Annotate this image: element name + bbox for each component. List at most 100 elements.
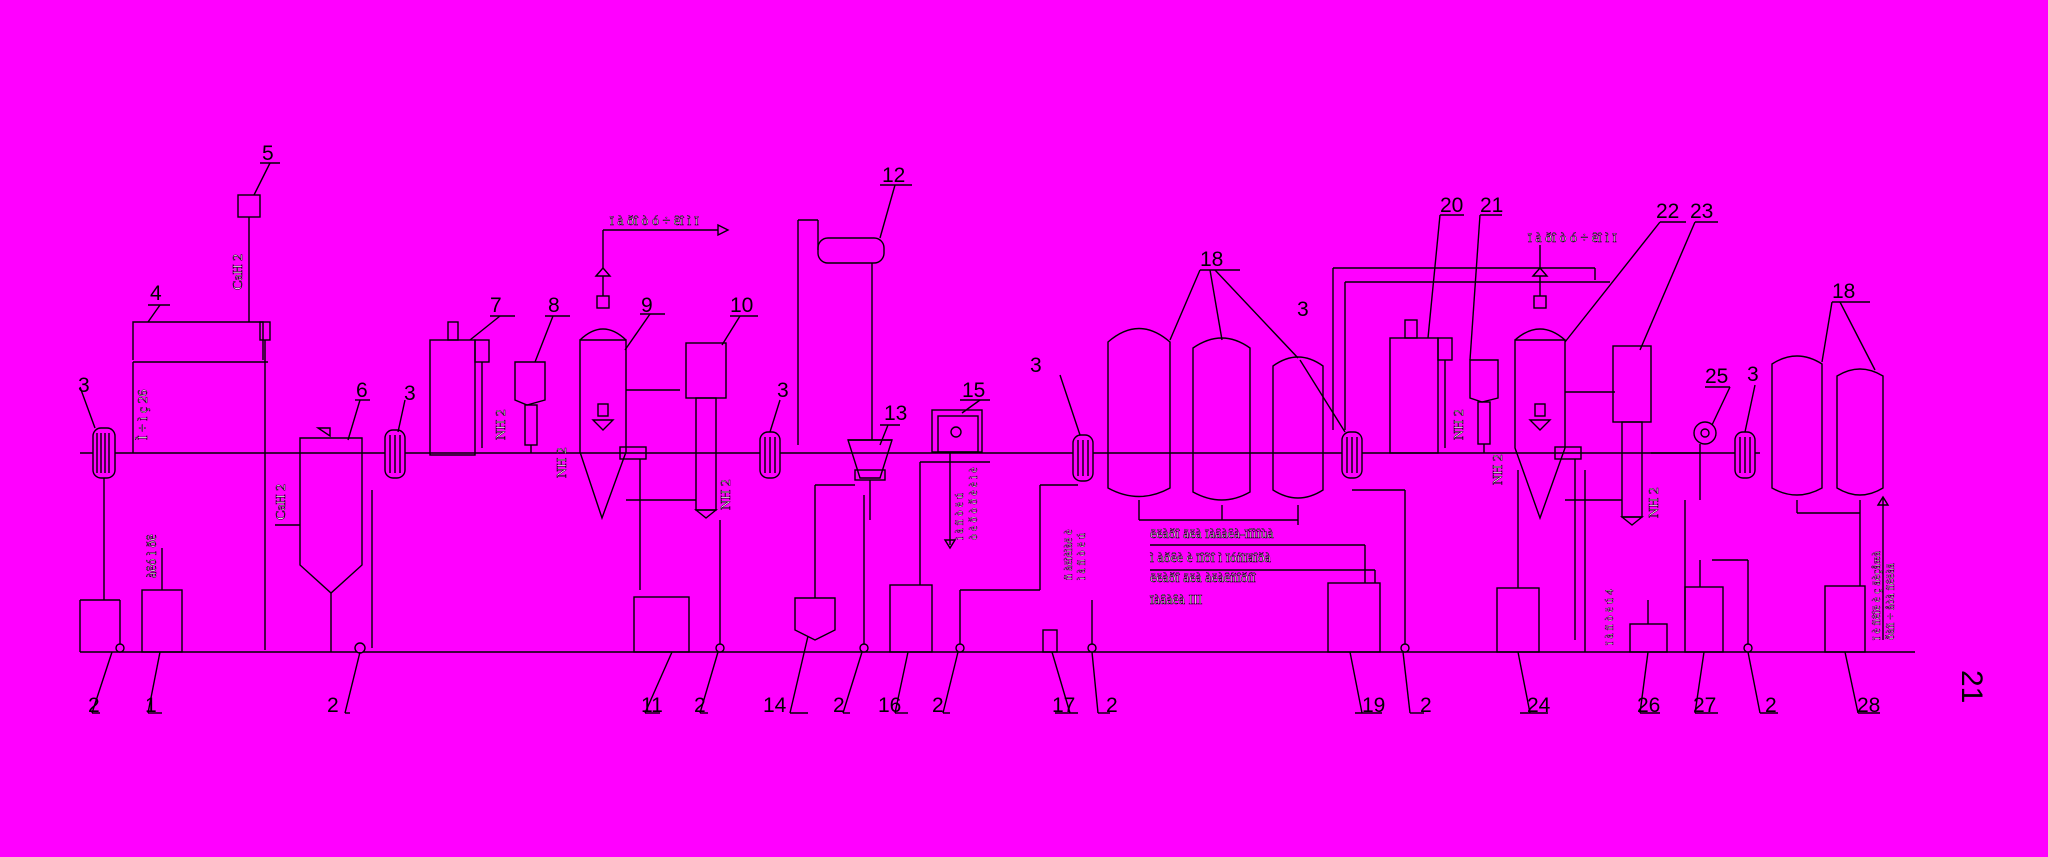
label-v28: ï è ñêîë è ç äèçåæà	[1869, 550, 1883, 641]
stream-labels: ï à ðî ò ó ÷ êî ì ï ï à ðî ò ó ÷ êî ì ï …	[134, 214, 1897, 646]
num-28: 28	[1857, 694, 1880, 717]
equipment-18-tank-e	[1836, 368, 1884, 496]
num-3a: 3	[78, 374, 90, 397]
num-25: 25	[1705, 365, 1728, 388]
num-27: 27	[1693, 694, 1716, 717]
label-top-left: ï à ðî ò ó ÷ êî ì ï	[609, 214, 699, 229]
num-2a: 2	[88, 694, 100, 717]
equipment-8-separator	[514, 361, 546, 406]
num-3d: 3	[1030, 354, 1042, 377]
label-center-3: ëëàðî äëà àëàêñîðíî	[1150, 571, 1257, 586]
num-6: 6	[356, 379, 368, 402]
equipment-18-tank-d	[1771, 355, 1823, 496]
num-3b: 3	[404, 382, 416, 405]
equipment-20-column	[1389, 337, 1439, 454]
equipment-7-column	[429, 339, 476, 456]
label-v15b: ò è ð ò ð è è ì è	[966, 467, 980, 540]
pump-2d-icon	[859, 643, 869, 653]
num-2g: 2	[1420, 694, 1432, 717]
pump-2c-icon	[715, 643, 725, 653]
num-7: 7	[490, 294, 502, 317]
label-v25a: ï à ñ ò ë ú 4	[1602, 589, 1616, 646]
label-nh-23: NH 2	[1647, 487, 1662, 518]
pump-2a-icon	[115, 643, 125, 653]
num-20: 20	[1440, 194, 1463, 217]
pump-2h-icon	[1743, 643, 1753, 653]
equipment-24-tank	[1496, 587, 1540, 653]
num-13: 13	[884, 402, 907, 425]
num-15: 15	[962, 379, 985, 402]
num-4: 4	[150, 282, 162, 305]
equipment-numbers: 3 2 1 4 5 2 6 3 7 8 9 10 11 2 3 12 13 15…	[78, 142, 1880, 717]
equipment-5-vessel	[237, 194, 261, 218]
pump-2b-icon	[354, 642, 366, 654]
equipment-number-labels	[79, 162, 1880, 714]
pump-2g-icon	[1400, 643, 1410, 653]
equipment-1-tank	[141, 589, 183, 653]
label-nh-21: NH 2	[1452, 409, 1467, 440]
equipment-9-filter	[579, 339, 627, 521]
label-cah2-mid: CaH 2	[274, 484, 289, 520]
equipment-12-receiver	[817, 237, 885, 264]
num-3f: 3	[1747, 363, 1759, 386]
equipment-27-tank	[1684, 586, 1724, 653]
equipment-22-filter	[1514, 339, 1566, 521]
pump-2e-icon	[955, 643, 965, 653]
num-26: 26	[1637, 694, 1660, 717]
equipment-19-tank	[1327, 582, 1381, 653]
num-18b: 18	[1832, 280, 1855, 303]
num-9: 9	[641, 294, 653, 317]
equipment-28-tank	[1824, 585, 1866, 653]
equipment-17-trap	[1042, 629, 1058, 653]
equipment-11-tank	[633, 596, 690, 653]
num-1: 1	[145, 694, 157, 717]
label-nh-10: NH 2	[719, 479, 734, 510]
page-number: 21	[1955, 670, 1988, 703]
num-2f: 2	[1106, 694, 1118, 717]
label-center-4: ïàâàêà III	[1149, 593, 1203, 608]
num-17: 17	[1052, 694, 1075, 717]
num-2e: 2	[932, 694, 944, 717]
equipment-23-column	[1612, 345, 1652, 423]
label-cah2-top: CaH 2	[231, 254, 246, 290]
equipment-6-reactor	[299, 437, 363, 594]
num-2h: 2	[1765, 694, 1777, 717]
equipment-18-tank-b	[1192, 337, 1251, 501]
equipment-10-column	[685, 342, 727, 399]
equipment-26-tank	[1629, 623, 1668, 653]
num-11: 11	[641, 694, 663, 717]
label-aeo: àêó ì ðê	[145, 534, 160, 578]
num-12: 12	[882, 164, 905, 187]
label-top-right: ï à ðî ò ó ÷ êî ì ï	[1527, 231, 1617, 246]
num-5: 5	[262, 142, 274, 165]
label-v15: ì à ñ ò ë ú	[952, 493, 966, 540]
num-16: 16	[878, 694, 901, 717]
num-23: 23	[1690, 200, 1713, 223]
num-21: 21	[1480, 194, 1503, 217]
label-center-2: ì àðêè è ïîõî ì ïóñïäîðà	[1150, 551, 1272, 566]
num-3c: 3	[777, 379, 789, 402]
num-24: 24	[1527, 694, 1551, 717]
equipment-18-tank-a	[1107, 327, 1171, 498]
num-10: 10	[730, 294, 753, 317]
num-2d: 2	[833, 694, 845, 717]
equipment-4-box	[132, 321, 264, 360]
label-ots: Ì ÷ ì ç 26	[134, 390, 151, 440]
label-v17b: ì à ñ ò ë ú	[1074, 533, 1088, 580]
equipment-16-tank	[889, 584, 933, 653]
num-22: 22	[1656, 200, 1679, 223]
num-2c: 2	[694, 694, 706, 717]
equipment-21-separator	[1469, 359, 1499, 403]
label-v28b: ðàñ ÷ åòà ñêëàä	[1883, 562, 1897, 640]
equipment-18-tank-c	[1272, 356, 1324, 499]
num-14: 14	[763, 694, 787, 717]
label-nh-9: NH 2	[555, 447, 570, 478]
equipment-14-vessel	[794, 597, 836, 641]
label-nh-8: NH 2	[494, 409, 509, 440]
num-19: 19	[1362, 694, 1385, 717]
num-8: 8	[548, 294, 560, 317]
equipment-25-pump	[1693, 421, 1717, 445]
label-v17: ñ àëìèìàë è	[1061, 529, 1075, 580]
